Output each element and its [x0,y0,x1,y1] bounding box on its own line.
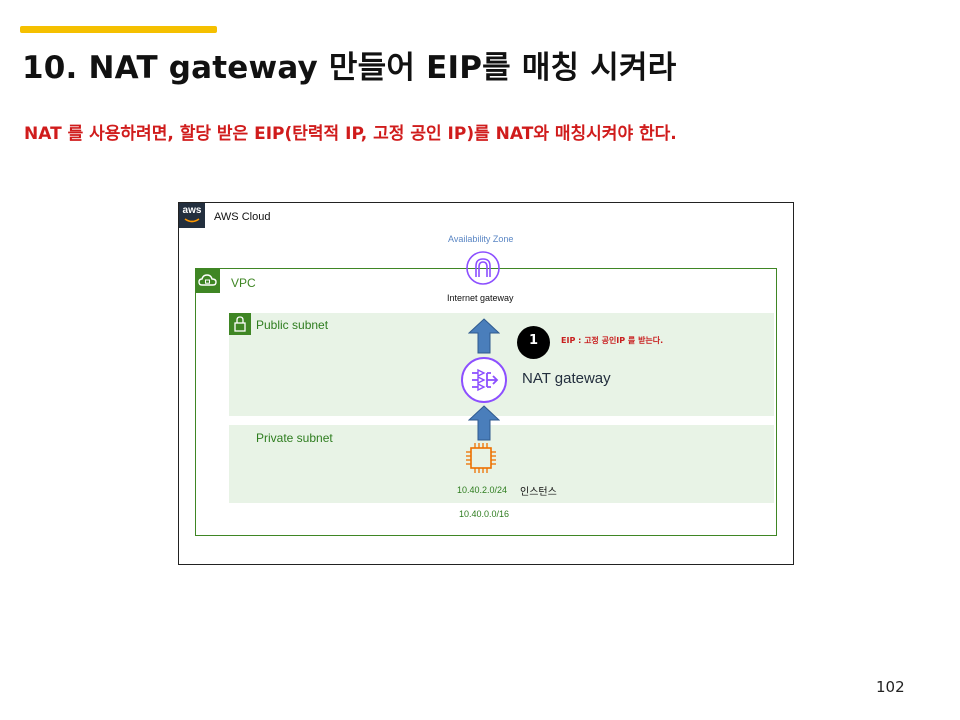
vpc-cloud-icon [196,269,220,293]
private-subnet-label: Private subnet [256,431,333,445]
instance-label: 인스턴스 [520,487,557,498]
aws-smile-icon [184,218,200,223]
up-arrow-nat-to-igw [468,318,500,354]
internet-gateway-icon [466,251,500,285]
callout-badge: 1 [517,326,550,359]
ec2-instance-icon [466,443,496,473]
slide-subtitle: NAT 를 사용하려면, 할당 받은 EIP(탄력적 IP, 고정 공인 IP)… [24,124,677,144]
public-subnet-container [229,313,774,416]
vpc-label: VPC [231,276,256,290]
vpc-cidr: 10.40.0.0/16 [459,509,510,519]
private-subnet-container [229,425,774,503]
public-subnet-label: Public subnet [256,318,329,332]
page-number: 102 [876,678,905,696]
eip-note: EIP : 고정 공인IP 를 받는다. [561,336,664,345]
aws-logo-icon: aws [179,203,205,228]
lock-icon [229,313,251,335]
up-arrow-instance-to-nat [468,405,500,441]
aws-logo-text: aws [182,205,202,216]
vpc-container [195,268,777,536]
nat-gateway-icon [461,357,507,403]
private-subnet-cidr: 10.40.2.0/24 [457,485,508,495]
callout-number: 1 [528,333,539,348]
nat-gateway-label: NAT gateway [522,370,611,387]
aws-cloud-label: AWS Cloud [214,211,271,223]
title-accent-bar [20,26,217,33]
availability-zone-label: Availability Zone [448,234,514,244]
internet-gateway-label: Internet gateway [447,293,514,303]
slide-title: 10. NAT gateway 만들어 EIP를 매칭 시켜라 [22,50,677,86]
